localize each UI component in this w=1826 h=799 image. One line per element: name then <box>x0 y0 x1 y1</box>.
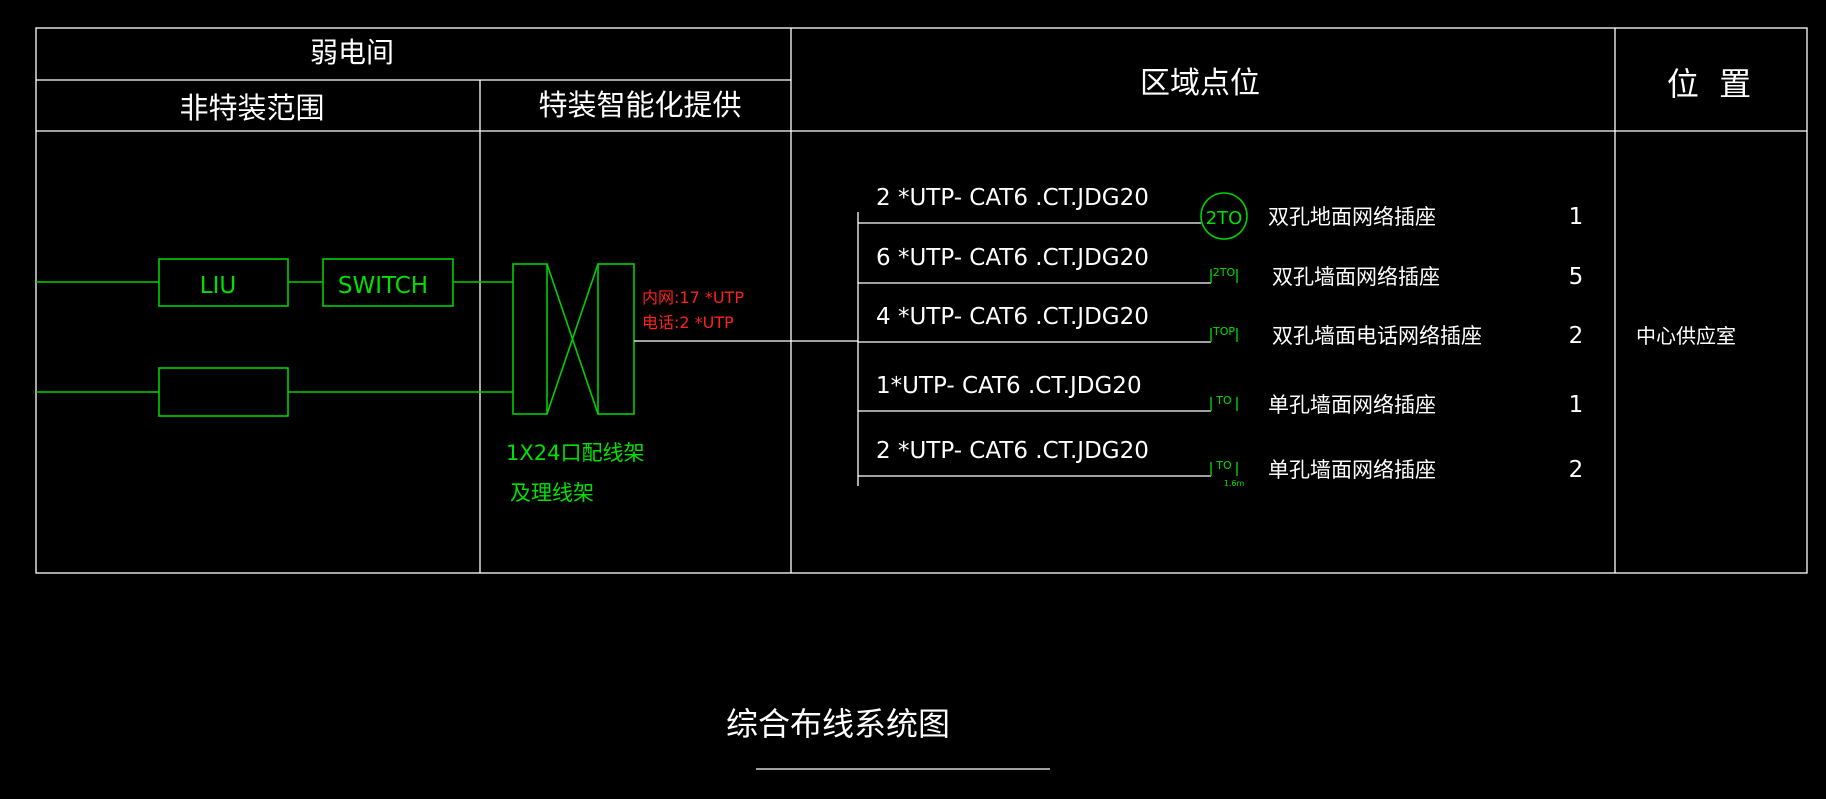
outlet-quantity: 1 <box>1569 392 1584 418</box>
outlet-height-note: 1.6m <box>1224 479 1245 488</box>
wall-outlet-icon <box>1210 269 1238 283</box>
outlet-quantity: 5 <box>1569 264 1584 290</box>
wall-outlet-icon <box>1210 397 1238 411</box>
table-frame <box>35 27 1808 574</box>
outlet-row: 2 *UTP- CAT6 .CT.JDG20 2TO 双孔地面网络插座 1 <box>858 185 1584 240</box>
patch-cross-b <box>546 263 599 415</box>
outlet-description: 单孔墙面网络插座 <box>1268 393 1436 417</box>
header-weak-room: 弱电间 <box>310 36 394 69</box>
outlet-description: 单孔墙面网络插座 <box>1268 458 1436 482</box>
outlet-description: 双孔墙面网络插座 <box>1272 265 1440 289</box>
patch-panel: 1X24口配线架 及理线架 <box>506 263 644 505</box>
outlet-quantity: 1 <box>1569 204 1584 230</box>
outlet-symbol: TOP <box>1212 325 1235 338</box>
device-chain: LIU SWITCH <box>36 258 513 417</box>
outlet-symbol: 2TO <box>1213 266 1236 279</box>
table-outer-border <box>35 27 1808 574</box>
drawing-title: 综合布线系统图 <box>726 705 950 743</box>
wall-outlet-icon <box>1210 462 1238 476</box>
cable-spec: 2 *UTP- CAT6 .CT.JDG20 <box>876 185 1149 211</box>
header-special-provided: 特装智能化提供 <box>538 88 741 122</box>
header-location: 位 置 <box>1667 65 1751 103</box>
patch-panel-label-1: 1X24口配线架 <box>506 441 644 465</box>
outlet-quantity: 2 <box>1569 457 1584 483</box>
patch-panel-right <box>597 263 635 415</box>
wall-outlet-icon <box>1210 328 1238 342</box>
cable-spec: 2 *UTP- CAT6 .CT.JDG20 <box>876 438 1149 464</box>
patch-panel-label-2: 及理线架 <box>510 481 594 505</box>
floor-outlet-icon <box>1200 192 1248 240</box>
outlet-quantity: 2 <box>1569 323 1584 349</box>
outlet-description: 双孔地面网络插座 <box>1268 205 1436 229</box>
table-header: 弱电间 非特装范围 特装智能化提供 区域点位 位 置 <box>179 36 1751 125</box>
cable-spec: 1*UTP- CAT6 .CT.JDG20 <box>876 373 1142 399</box>
liu-label: LIU <box>200 273 236 299</box>
location-value: 中心供应室 <box>1636 324 1736 348</box>
outlet-symbol: TO <box>1215 459 1232 472</box>
uplink: 内网:17 *UTP 电话:2 *UTP <box>634 288 858 342</box>
header-area-points: 区域点位 <box>1140 66 1260 101</box>
outlet-symbol: 2TO <box>1206 208 1243 229</box>
uplink-text-2: 电话:2 *UTP <box>642 313 734 332</box>
uplink-text-1: 内网:17 *UTP <box>642 288 744 307</box>
second-device-box <box>158 367 289 417</box>
cable-spec: 4 *UTP- CAT6 .CT.JDG20 <box>876 304 1149 330</box>
outlet-symbol: TO <box>1215 394 1232 407</box>
header-non-special: 非特装范围 <box>179 91 324 125</box>
outlet-row: 6 *UTP- CAT6 .CT.JDG20 2TO 双孔墙面网络插座 5 <box>858 245 1583 290</box>
outlet-description: 双孔墙面电话网络插座 <box>1272 324 1482 348</box>
patch-panel-left <box>512 263 548 415</box>
cable-spec: 6 *UTP- CAT6 .CT.JDG20 <box>876 245 1149 271</box>
switch-label: SWITCH <box>338 273 428 299</box>
